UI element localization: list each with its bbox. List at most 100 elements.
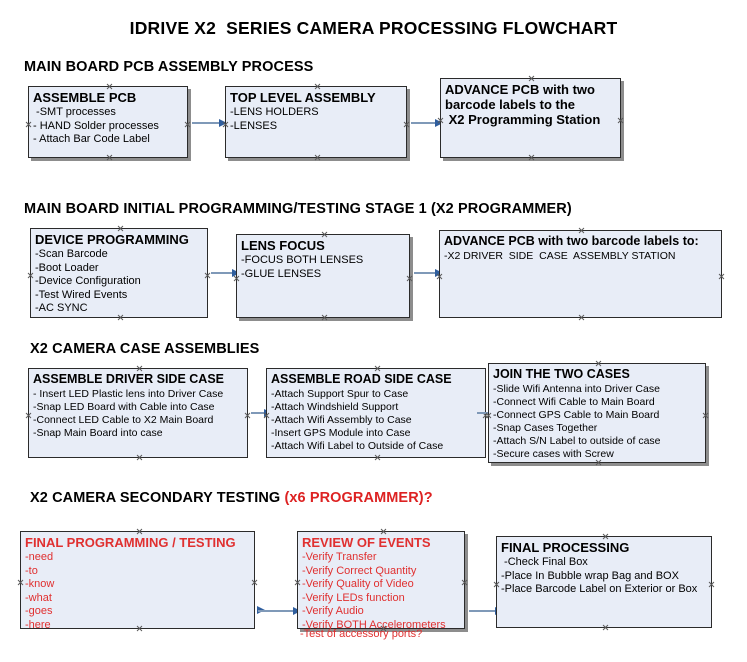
node-line: -SMT processes [33,106,116,118]
resize-handle-bottom[interactable] [321,314,328,321]
node-title: ADVANCE PCB with two barcode labels to t… [445,82,601,127]
node-line: -GLUE LENSES [241,267,322,280]
node-line: -Attach Windshield Support [271,401,399,413]
node-line: -Snap LED Board with Cable into Case [33,401,215,413]
node-line: -Place Barcode Label on Exterior or Box [501,583,698,595]
resize-handle-top[interactable] [578,227,585,234]
resize-handle-top[interactable] [602,533,609,540]
node-line: -Verify Audio [302,605,364,617]
node-final-programming-testing[interactable]: FINAL PROGRAMMING / TESTING -need -to -k… [17,528,258,631]
resize-handle-bottom[interactable] [374,454,381,461]
node-line: -Snap Cases Together [493,422,598,434]
resize-handle-bottom[interactable] [314,154,321,161]
node-line: -LENS HOLDERS [230,106,319,118]
resize-handle-top[interactable] [374,365,381,372]
resize-handle-left[interactable] [294,579,301,586]
resize-handle-right[interactable] [184,121,191,128]
section-heading-note: (x6 PROGRAMMER)? [284,490,433,506]
section-heading-text: X2 CAMERA SECONDARY TESTING [30,490,285,506]
resize-handle-right[interactable] [406,275,413,282]
resize-handle-left[interactable] [493,581,500,588]
node-line: -Insert GPS Module into Case [271,427,411,439]
node-line: -AC SYNC [35,302,88,314]
node-line: -need [25,551,54,563]
resize-handle-top[interactable] [595,360,602,367]
resize-handle-right[interactable] [403,121,410,128]
node-line: -Snap Main Board into case [33,427,163,439]
resize-handle-top[interactable] [106,83,113,90]
node-line: - Insert LED Plastic lens into Driver Ca… [33,388,224,400]
section-heading-main-board-pcb-assembly: MAIN BOARD PCB ASSEMBLY PROCESS [24,59,314,75]
resize-handle-left[interactable] [25,412,32,419]
node-title: REVIEW OF EVENTS [302,535,431,550]
node-device-programming[interactable]: DEVICE PROGRAMMING -Scan Barcode -Boot L… [30,228,208,318]
node-line: - HAND Solder processes [33,119,159,132]
resize-handle-right[interactable] [617,117,624,124]
node-assemble-pcb[interactable]: ASSEMBLE PCB -SMT processes - HAND Solde… [28,86,188,158]
resize-handle-top[interactable] [314,83,321,90]
resize-handle-left[interactable] [17,579,24,586]
resize-handle-bottom[interactable] [106,154,113,161]
resize-handle-top[interactable] [321,231,328,238]
node-line: -FOCUS BOTH LENSES [241,254,364,266]
resize-handle-right[interactable] [204,272,211,279]
node-line: -Attach Support Spur to Case [271,388,409,400]
node-line: -Boot Loader [35,261,99,274]
node-title: JOIN THE TWO CASES [493,367,630,381]
resize-handle-bottom[interactable] [136,454,143,461]
node-assemble-road-side-case[interactable]: ASSEMBLE ROAD SIDE CASE -Attach Support … [266,368,486,458]
node-line: -what [25,591,52,604]
resize-handle-top[interactable] [136,365,143,372]
resize-handle-top[interactable] [117,225,124,232]
resize-handle-right[interactable] [718,273,725,280]
resize-handle-left[interactable] [25,121,32,128]
resize-handle-top[interactable] [528,75,535,82]
node-line: -know [25,578,55,590]
node-line: -LENSES [230,119,278,132]
node-line: -here [25,618,51,631]
resize-handle-right[interactable] [702,412,709,419]
node-line: -X2 DRIVER SIDE CASE ASSEMBLY STATION [444,250,676,262]
node-line: -to [25,564,38,577]
resize-handle-top[interactable] [136,528,143,535]
resize-handle-bottom[interactable] [602,624,609,631]
node-advance-pcb-programming-station[interactable]: ADVANCE PCB with two barcode labels to t… [440,78,621,158]
section-heading-main-board-initial-programming: MAIN BOARD INITIAL PROGRAMMING/TESTING S… [24,201,572,217]
node-line: -Place In Bubble wrap Bag and BOX [501,569,679,582]
node-line: -Verify Quality of Video [302,578,414,590]
node-lens-focus[interactable]: LENS FOCUS -FOCUS BOTH LENSES -GLUE LENS… [236,234,410,318]
resize-handle-bottom[interactable] [578,314,585,321]
node-line: -Connect Wifi Cable to Main Board [493,396,655,408]
node-title: ASSEMBLE PCB [33,90,137,105]
node-line: -Attach Wifi Label to Outside of Case [271,440,444,452]
node-title: FINAL PROCESSING [501,540,630,555]
node-line: -Device Configuration [35,275,141,287]
node-title: TOP LEVEL ASSEMBLY [230,90,376,105]
node-assemble-driver-side-case[interactable]: ASSEMBLE DRIVER SIDE CASE - Insert LED P… [28,368,248,458]
node-line: -Connect GPS Cable to Main Board [493,409,660,421]
resize-handle-right[interactable] [461,579,468,586]
node-line: -Scan Barcode [35,248,108,260]
node-line: -Test Wired Events [35,288,128,301]
node-line: -Attach S/N Label to outside of case [493,435,661,447]
resize-handle-bottom[interactable] [528,154,535,161]
resize-handle-right[interactable] [244,412,251,419]
resize-handle-right[interactable] [708,581,715,588]
node-final-processing[interactable]: FINAL PROCESSING -Check Final Box -Place… [496,536,712,628]
node-line: -goes [25,605,53,617]
connector-driver-side-to-road-side [251,409,272,417]
connector-review-of-events-to-final-processing [469,607,503,615]
resize-handle-right[interactable] [251,579,258,586]
node-line: -Connect LED Cable to X2 Main Board [33,414,214,426]
node-advance-pcb-driver-side-case[interactable]: ADVANCE PCB with two barcode labels to: … [439,230,722,318]
node-line: -Verify BOTH Accelerometers [302,618,446,631]
node-top-level-assembly[interactable]: TOP LEVEL ASSEMBLY -LENS HOLDERS -LENSES [225,86,407,158]
resize-handle-left[interactable] [27,272,34,279]
connector-lens-focus-to-advance-pcb-driver-case [414,269,443,277]
resize-handle-top[interactable] [380,528,387,535]
connector-top-level-assembly-to-advance-pcb [411,119,443,127]
section-heading-x2-camera-secondary-testing: X2 CAMERA SECONDARY TESTING (x6 PROGRAMM… [30,490,433,506]
node-review-of-events[interactable]: REVIEW OF EVENTS -Verify Transfer -Verif… [294,528,468,631]
node-join-the-two-cases[interactable]: JOIN THE TWO CASES -Slide Wifi Antenna i… [488,363,706,463]
node-line: -Secure cases with Screw [493,448,614,460]
